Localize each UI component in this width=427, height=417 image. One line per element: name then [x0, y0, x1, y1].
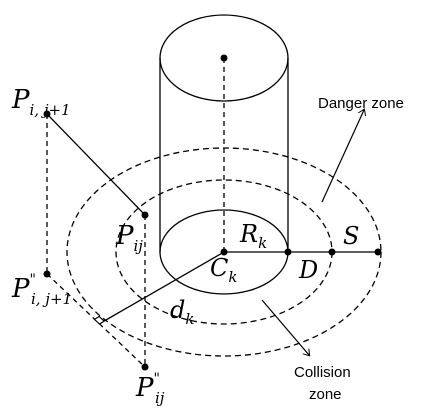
danger-zone-arrow — [321, 110, 364, 203]
point-p-ij-projected — [141, 363, 149, 371]
point-cylinder-top-center — [220, 54, 228, 62]
point-p-i-j1-projected — [43, 270, 51, 278]
label-collision-zone-line2: zone — [309, 386, 342, 403]
trajectory-segment — [46, 113, 146, 216]
label-d-k: dk — [170, 296, 194, 328]
point-p-i-j1 — [43, 110, 51, 118]
label-danger-zone: Danger zone — [318, 95, 404, 112]
point-s — [374, 248, 382, 256]
right-angle-marker — [93, 315, 106, 325]
label-r-k: Rk — [239, 220, 267, 252]
point-c-k — [220, 248, 228, 256]
label-p-ij: Pij — [115, 221, 143, 255]
label-p-i-j1-projected: P"i, j+1 — [11, 272, 72, 308]
label-p-i-j1: Pi, j+1 — [11, 85, 71, 119]
label-p-ij-projected: P"ij — [135, 371, 165, 407]
point-d — [328, 248, 336, 256]
label-c-k: Ck — [210, 254, 237, 286]
label-collision-zone-line1: Collision — [294, 364, 351, 381]
distance-line-dk — [98, 251, 225, 325]
point-p-ij — [141, 211, 149, 219]
point-r-k — [284, 248, 292, 256]
label-s: S — [343, 222, 359, 250]
label-d: D — [298, 256, 318, 284]
cylinder — [159, 14, 289, 295]
collision-zone-arrow — [261, 299, 309, 355]
